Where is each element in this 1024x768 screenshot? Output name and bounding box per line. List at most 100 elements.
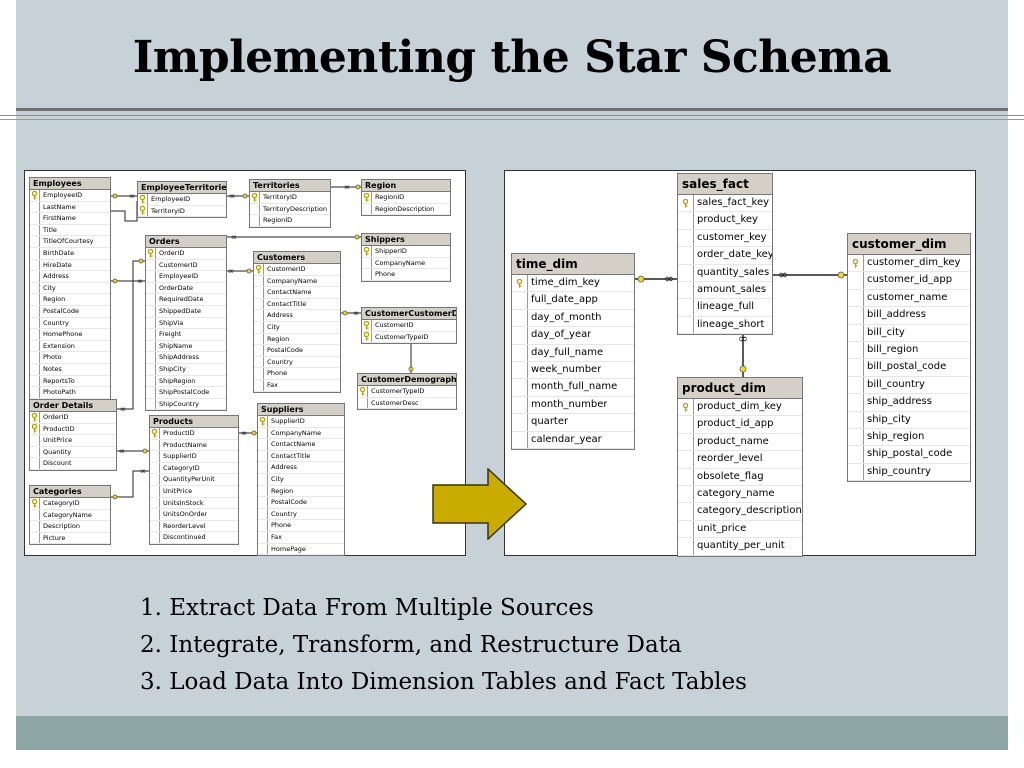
primary-key-icon [30, 498, 40, 509]
key-end-icon [112, 193, 118, 199]
field-marker [150, 520, 160, 532]
field-marker [678, 247, 694, 264]
field-marker [150, 439, 160, 451]
table-field: UnitsInStock [150, 497, 238, 510]
many-end-icon: ∞ [344, 183, 351, 192]
field-name: CustomerTypeID [371, 387, 425, 395]
table-field: Phone [258, 520, 344, 532]
table-field: ContactName [254, 287, 340, 299]
field-name: Phone [271, 521, 292, 530]
table-field: UnitPrice [30, 435, 116, 447]
table-field: reorder_level [678, 451, 802, 469]
field-marker [146, 282, 156, 294]
field-name: UnitPrice [163, 486, 193, 495]
table-field: Region [258, 485, 344, 498]
table-field: LastName [30, 201, 110, 214]
transform-arrow-icon [432, 468, 528, 540]
field-name: ShipRegion [159, 376, 196, 385]
field-name: ShipVia [159, 318, 184, 327]
field-name: FirstName [43, 214, 76, 223]
field-marker [30, 247, 40, 259]
table-field: Country [258, 508, 344, 521]
primary-key-icon [150, 428, 160, 439]
field-marker [254, 333, 264, 345]
field-marker [678, 212, 694, 229]
field-name: ShipperID [375, 247, 407, 255]
table-field: sales_fact_key [678, 195, 772, 213]
table-field: CompanyName [362, 257, 450, 270]
field-name: Notes [43, 364, 62, 373]
field-marker [512, 361, 528, 379]
table-field: RegionID [362, 192, 450, 204]
field-name: customer_id_app [867, 274, 953, 286]
table-field: CategoryName [30, 509, 110, 522]
table-field: PostalCode [258, 497, 344, 509]
table-field: ReportsTo [30, 375, 110, 388]
table-field: Discount [30, 458, 116, 470]
field-name: ShipCountry [159, 399, 199, 408]
field-name: customer_key [697, 231, 767, 243]
field-marker [150, 497, 160, 509]
key-end-icon [837, 271, 845, 279]
field-marker [512, 431, 528, 448]
field-name: bill_city [867, 326, 905, 338]
key-end-icon [739, 365, 747, 373]
many-end-icon: ∞ [664, 272, 674, 286]
star-relationship-lines: ∞∞∞ [635, 268, 847, 377]
field-marker [678, 468, 694, 485]
table-field: Address [254, 310, 340, 322]
field-marker [258, 508, 268, 520]
primary-key-icon [512, 275, 528, 292]
field-marker [146, 305, 156, 317]
primary-key-icon [138, 194, 148, 205]
field-marker [258, 450, 268, 462]
field-marker [146, 317, 156, 329]
field-name: PostalCode [43, 306, 80, 315]
table-field: ReorderLevel [150, 520, 238, 533]
many-end-icon: ∞ [119, 447, 126, 456]
table-field: CustomerDesc [358, 397, 456, 410]
field-name: customer_name [867, 291, 948, 303]
table-field: week_number [512, 361, 634, 380]
table-field: ShipName [146, 340, 226, 353]
primary-key-icon [362, 320, 372, 331]
field-name: ship_country [867, 465, 931, 477]
field-marker [512, 327, 528, 344]
table-field: Fax [254, 379, 340, 392]
key-end-icon [354, 234, 360, 240]
table-field: OrderID [146, 248, 226, 260]
table-field: ContactName [258, 439, 344, 451]
field-name: day_full_name [531, 346, 604, 358]
field-name: CategoryName [43, 510, 92, 519]
field-name: TerritoryDescription [263, 204, 327, 213]
table-field: customer_key [678, 229, 772, 248]
field-marker [250, 215, 260, 226]
field-name: HomePage [271, 544, 306, 553]
field-name: ContactName [271, 440, 316, 449]
key-end-icon [142, 448, 148, 454]
field-name: HomePhone [43, 330, 83, 339]
table-field: EmployeeID [138, 194, 226, 206]
primary-key-icon [30, 423, 40, 435]
field-name: Phone [267, 369, 288, 378]
field-name: time_dim_key [531, 277, 600, 288]
field-name: Region [271, 486, 294, 495]
field-name: UnitPrice [43, 436, 73, 445]
field-name: category_description [697, 505, 802, 517]
field-marker [30, 201, 40, 213]
table-title: Order Details [30, 400, 116, 412]
table-field: lineage_full [678, 299, 772, 317]
field-name: TerritoryID [263, 193, 297, 201]
field-marker [250, 203, 260, 215]
field-name: unit_price [697, 522, 747, 534]
field-marker [848, 376, 864, 394]
table-field: Photo [30, 352, 110, 364]
primary-key-icon [358, 386, 368, 397]
field-marker [848, 446, 864, 463]
field-name: ReorderLevel [163, 521, 206, 530]
table-title: product_dim [678, 378, 802, 399]
table-field: RegionDescription [362, 203, 450, 216]
